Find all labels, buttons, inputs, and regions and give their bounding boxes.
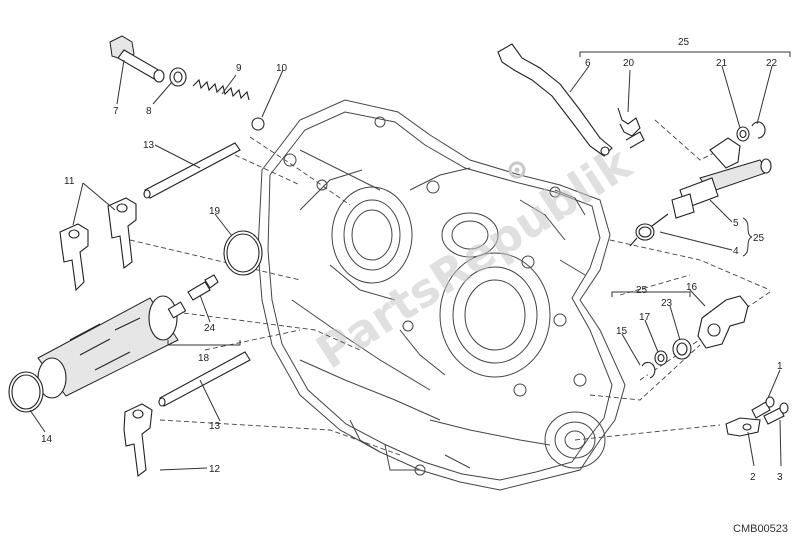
part-13-fork-rod-lower <box>158 351 251 407</box>
part-24-sensor <box>187 274 219 301</box>
callout-3: 3 <box>777 472 783 483</box>
part-6-selector-pawl <box>497 43 613 157</box>
callout-25-top: 25 <box>678 37 690 48</box>
callout-19: 19 <box>209 206 221 217</box>
part-22-circlip <box>751 121 766 139</box>
callout-22: 22 <box>766 58 778 69</box>
callout-1: 1 <box>777 361 783 372</box>
callout-18: 18 <box>198 353 210 364</box>
callout-20: 20 <box>623 58 635 69</box>
part-2-bracket <box>725 417 761 437</box>
callout-5: 5 <box>733 218 739 229</box>
gear-logo <box>508 161 526 179</box>
callout-23: 23 <box>661 298 673 309</box>
callout-14: 14 <box>41 434 53 445</box>
part-20-spring <box>617 107 645 149</box>
part-13-fork-rod-upper <box>143 142 241 199</box>
part-15-circlip <box>641 361 656 379</box>
callout-6: 6 <box>585 58 591 69</box>
part-10-ball <box>251 117 265 131</box>
callout-17: 17 <box>639 312 651 323</box>
callout-10: 10 <box>276 63 288 74</box>
diagram-code: CMB00523 <box>733 523 788 535</box>
part-5-selector-shaft <box>671 137 772 219</box>
callout-11: 11 <box>64 176 75 187</box>
part-12-shift-fork <box>123 403 153 478</box>
callout-2: 2 <box>750 472 756 483</box>
callout-12: 12 <box>209 464 221 475</box>
callout-25-mid: 25 <box>636 285 648 296</box>
callout-13-lower: 13 <box>209 421 221 432</box>
callout-8: 8 <box>146 106 152 117</box>
callout-25-right: 25 <box>753 233 765 244</box>
part-16-plate <box>697 295 749 349</box>
callout-15: 15 <box>616 326 628 337</box>
callout-21: 21 <box>716 58 728 69</box>
part-21-washer <box>736 126 750 142</box>
part-1-3-bolts <box>751 396 789 425</box>
callout-24: 24 <box>204 323 216 334</box>
callout-16: 16 <box>686 282 698 293</box>
part-7-pivot-bolt <box>109 35 165 83</box>
callout-labels: 7 8 9 10 13 11 19 24 18 13 12 14 25 6 20… <box>41 37 783 483</box>
part-19-o-ring <box>223 230 263 276</box>
part-11-shift-forks <box>59 197 137 292</box>
crankcase-half <box>257 99 626 491</box>
part-9-spring <box>192 78 250 101</box>
callout-4: 4 <box>733 246 739 257</box>
part-23-washer <box>672 338 692 360</box>
callout-9: 9 <box>236 63 242 74</box>
leader-lines <box>29 51 791 471</box>
callout-7: 7 <box>113 106 119 117</box>
part-4-return-spring <box>629 213 669 247</box>
callout-13-upper: 13 <box>143 140 155 151</box>
part-18-shift-drum <box>37 295 187 399</box>
part-17-washer <box>654 350 668 366</box>
part-14-circlip <box>8 371 44 413</box>
part-8-washer <box>169 67 187 87</box>
